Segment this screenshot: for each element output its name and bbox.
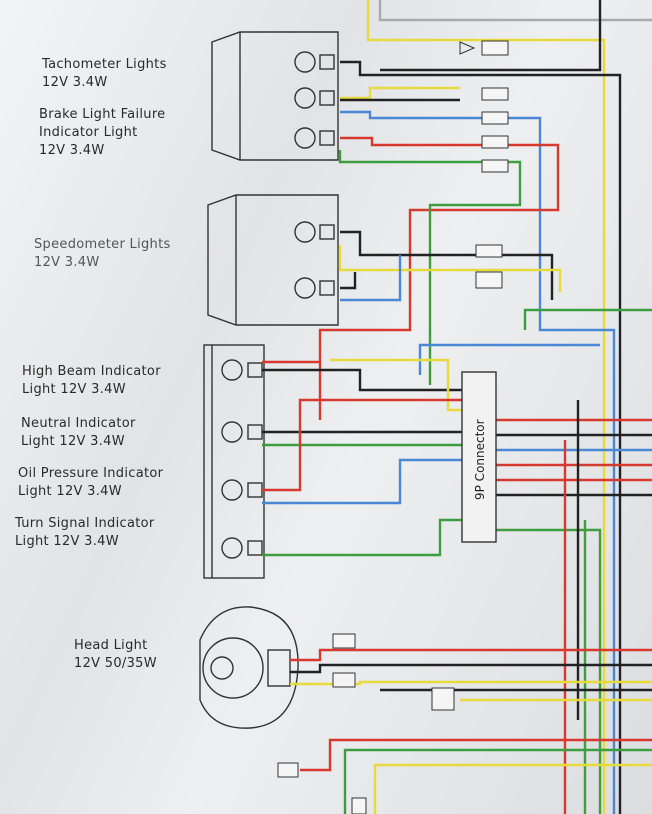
wire-yellow — [366, 0, 606, 814]
turn-signal-label: Turn Signal Indicator Light 12V 3.4W — [15, 515, 155, 551]
wire-blue — [340, 255, 402, 302]
component-name: Oil Pressure Indicator — [18, 466, 164, 481]
connector-arrow-icon — [459, 41, 476, 55]
headlight-socket — [267, 649, 291, 687]
wire-red — [262, 398, 462, 492]
bulb-icon — [294, 51, 316, 73]
component-rating: Light 12V 3.4W — [18, 484, 122, 499]
neutral-label: Neutral Indicator Light 12V 3.4W — [21, 415, 136, 451]
wire-blue — [418, 343, 600, 375]
bulb-icon — [294, 277, 316, 299]
component-rating: 12V 3.4W — [34, 255, 100, 270]
headlight-lens — [202, 637, 264, 699]
wire-gray — [378, 0, 652, 22]
headlight-housing — [199, 606, 299, 729]
connector-block — [431, 687, 455, 711]
connector-block — [351, 797, 367, 814]
socket — [319, 54, 335, 70]
wire-yellow — [330, 358, 462, 412]
socket — [247, 424, 263, 440]
component-name: Indicator Light — [39, 125, 138, 140]
component-name: Head Light — [74, 638, 148, 653]
component-name: Tachometer Lights — [42, 57, 167, 72]
brake-failure-label: Brake Light Failure Indicator Light 12V … — [39, 106, 165, 160]
wire-green — [523, 308, 652, 330]
bulb-icon — [294, 87, 316, 109]
wire-blue — [340, 110, 616, 814]
wire-red — [300, 738, 652, 772]
connector-block — [481, 40, 509, 56]
component-rating: 12V 3.4W — [42, 75, 108, 90]
bulb-icon — [294, 127, 316, 149]
connectors — [277, 40, 509, 814]
connector-block — [481, 135, 509, 149]
wire-yellow — [340, 86, 460, 100]
wire-red — [318, 136, 560, 420]
speedometer-label: Speedometer Lights 12V 3.4W — [34, 236, 171, 272]
socket — [319, 130, 335, 146]
bulb-icon — [221, 359, 243, 381]
component-rating: Light 12V 3.4W — [22, 382, 126, 397]
socket — [247, 540, 263, 556]
connector-block — [332, 633, 356, 649]
bulb-icon — [221, 421, 243, 443]
socket — [247, 362, 263, 378]
tachometer-housing — [211, 31, 339, 161]
component-name: Turn Signal Indicator — [15, 516, 155, 531]
socket — [319, 90, 335, 106]
9p-connector-label: 9P Connector — [473, 419, 487, 500]
oil-pressure-label: Oil Pressure Indicator Light 12V 3.4W — [18, 465, 163, 501]
socket — [319, 280, 335, 296]
bulb-icon — [210, 656, 234, 680]
connector-block — [475, 244, 503, 258]
bulb-icon — [221, 537, 243, 559]
component-rating: 12V 50/35W — [74, 656, 157, 671]
component-rating: Light 12V 3.4W — [21, 434, 125, 449]
connector-block — [481, 111, 509, 125]
wire-yellow — [338, 245, 562, 292]
wire-black — [340, 60, 622, 814]
connector-block — [481, 87, 509, 101]
high-beam-label: High Beam Indicator Light 12V 3.4W — [22, 363, 161, 399]
wire-yellow — [290, 680, 652, 686]
wire-black — [380, 0, 602, 72]
socket — [247, 482, 263, 498]
component-name: High Beam Indicator — [22, 364, 161, 379]
connector-block — [475, 271, 503, 289]
bulb-icon — [294, 221, 316, 243]
tachometer-label: Tachometer Lights 12V 3.4W — [42, 56, 167, 92]
bulb-icon — [221, 479, 243, 501]
wire-black — [262, 368, 462, 392]
component-rating: Light 12V 3.4W — [15, 534, 119, 549]
socket — [319, 224, 335, 240]
wire-green — [343, 748, 652, 814]
wire-black — [290, 663, 652, 674]
connector-block — [277, 762, 299, 778]
connector-block — [481, 159, 509, 173]
component-name: Speedometer Lights — [34, 237, 171, 252]
bulb-icons — [210, 51, 335, 687]
wire-blue — [262, 458, 462, 505]
wire-red — [290, 648, 652, 662]
wire-black — [340, 230, 554, 300]
wires — [262, 0, 652, 814]
wire-black — [340, 272, 357, 290]
wire-green — [262, 518, 462, 557]
wire-green — [338, 150, 522, 385]
connector-block — [332, 672, 356, 688]
wire-green — [496, 528, 602, 814]
indicator-panel — [203, 344, 265, 579]
wire-yellow — [373, 763, 652, 814]
component-rating: 12V 3.4W — [39, 143, 105, 158]
component-name: Neutral Indicator — [21, 416, 136, 431]
9p-connector — [461, 371, 497, 543]
component-name: Brake Light Failure — [39, 107, 166, 122]
head-light-label: Head Light 12V 50/35W — [74, 637, 157, 673]
speedometer-housing — [207, 194, 339, 326]
